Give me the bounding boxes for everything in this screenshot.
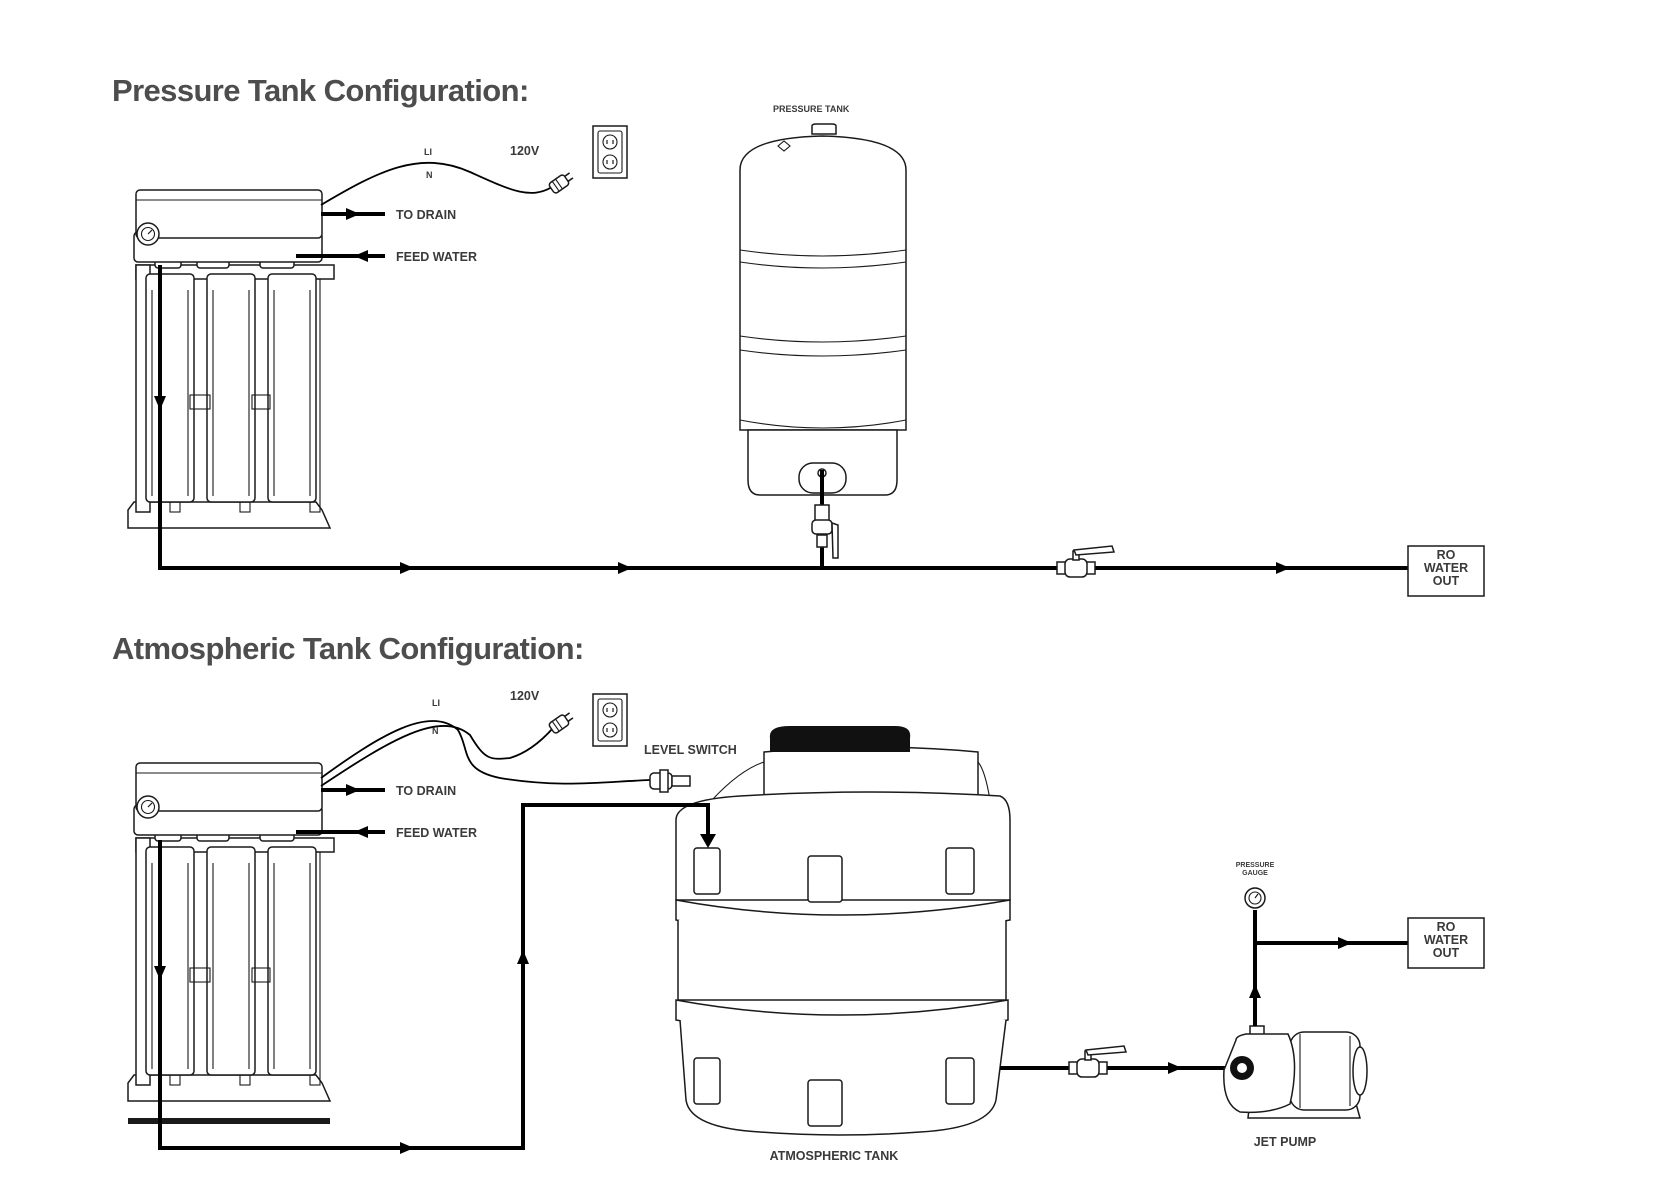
level-switch-label: LEVEL SWITCH [644,743,737,757]
plug-icon [547,709,576,735]
section-heading: Pressure Tank Configuration: [112,73,529,108]
outlet-line-2: WATER [1424,933,1468,947]
ro-water-out-box [1407,545,1485,597]
feed-water-label: FEED WATER [396,826,477,840]
ball-valve-icon [1056,545,1115,578]
power-cord [320,725,554,787]
outlet-line-1: RO [1437,548,1456,562]
jet-pump-icon [1223,1025,1368,1119]
outlet-line-2: WATER [1424,561,1468,575]
pressure-tank-icon [739,123,907,496]
plug-icon [547,169,576,195]
drain-arrow [346,208,360,220]
neutral-label: N [432,726,439,736]
atmospheric-tank-section: Atmospheric Tank Configuration: LI N 120… [112,631,1485,1163]
gauge-label-1: PRESSURE [1236,862,1275,869]
to-drain-label: TO DRAIN [396,784,456,798]
outlet-line-1: RO [1437,920,1456,934]
ro-output-pipe [158,803,710,1150]
tank-valve-icon [811,504,839,559]
ball-valve-icon [1068,1045,1127,1078]
voltage-label: 120V [510,689,540,703]
line-label: LI [432,698,440,708]
pump-discharge-pipe [1253,941,1408,1026]
level-switch-cord [320,720,651,785]
power-outlet-icon [592,693,628,747]
section-heading: Atmospheric Tank Configuration: [112,631,584,666]
level-switch-icon [649,769,691,793]
power-cord [320,161,553,206]
ro-base [128,1118,330,1124]
power-outlet-icon [592,125,628,179]
outlet-line-3: OUT [1433,574,1460,588]
voltage-label: 120V [510,144,540,158]
ro-output-pipe [158,265,1408,570]
line-label: LI [424,147,432,157]
atmospheric-tank-icon [675,726,1011,1136]
jet-pump-label: JET PUMP [1254,1135,1317,1149]
to-drain-label: TO DRAIN [396,208,456,222]
ro-water-out-box [1407,917,1485,969]
pressure-tank-section: Pressure Tank Configuration: LI N 120V T… [112,73,1485,597]
atmospheric-tank-label: ATMOSPHERIC TANK [770,1149,899,1163]
outlet-line-3: OUT [1433,946,1460,960]
feed-arrow [354,250,368,262]
feed-water-label: FEED WATER [396,250,477,264]
pressure-tank-label: PRESSURE TANK [773,104,850,114]
pressure-gauge-icon [1244,887,1266,909]
neutral-label: N [426,170,433,180]
gauge-label-2: GAUGE [1242,870,1268,877]
